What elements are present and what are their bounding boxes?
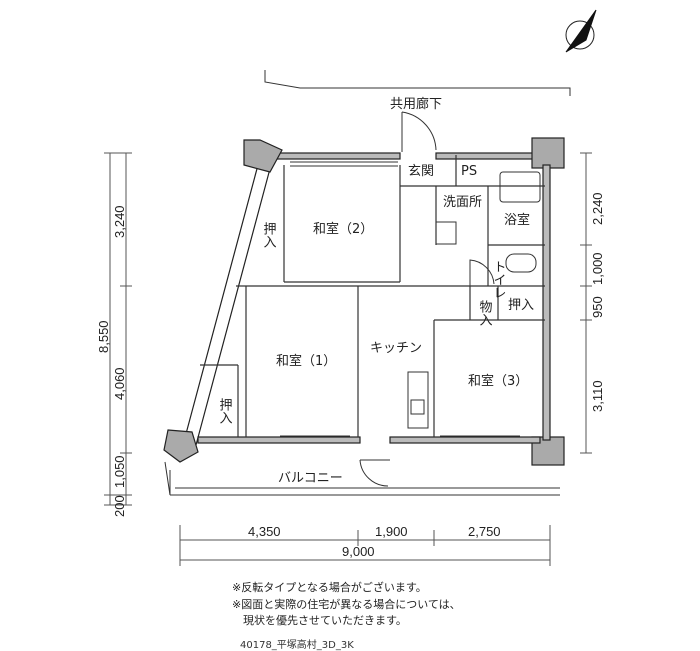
dimension-lines [104, 152, 592, 566]
corridor-label: 共用廊下 [390, 96, 442, 112]
dim-left-mid: 4,060 [112, 367, 127, 400]
north-arrow-icon [565, 9, 597, 53]
plan-code: 40178_平塚高村_3D_3K [240, 640, 354, 651]
room-washitsu-2: 和室（2） [313, 221, 373, 237]
dim-right-storage: 950 [590, 296, 605, 318]
balcony-label: バルコニー [278, 471, 343, 486]
note-line-3: 現状を優先させていただきます。 [232, 614, 407, 627]
room-yokushitsu: 浴室 [504, 212, 530, 228]
interior-walls [200, 155, 545, 437]
dim-left-bottom: 200 [112, 495, 127, 517]
room-monoire: 物入 [477, 300, 493, 326]
room-toilet: トイレ [491, 260, 506, 299]
room-ps: PS [461, 164, 477, 179]
dim-bottom-2: 1,900 [375, 524, 408, 539]
room-washitsu-1: 和室（1） [276, 353, 336, 369]
dim-right-top: 2,240 [590, 192, 605, 225]
note-line-1: ※反転タイプとなる場合がございます。 [232, 581, 427, 594]
balcony-rail [164, 461, 560, 496]
dim-bottom-1: 4,350 [248, 524, 281, 539]
dim-left-total: 8,550 [96, 320, 111, 353]
windows [280, 161, 520, 437]
corridor-line [264, 70, 571, 96]
dim-bottom-3: 2,750 [468, 524, 501, 539]
room-genkan: 玄関 [408, 164, 434, 179]
note-line-2: ※図面と実際の住宅が異なる場合については、 [232, 598, 461, 611]
room-senmenjo: 洗面所 [443, 195, 482, 210]
bath-fixtures [407, 171, 541, 429]
dim-left-top: 3,240 [112, 205, 127, 238]
doors [359, 111, 495, 487]
dim-left-balcony: 1,050 [112, 455, 127, 488]
room-kitchen: キッチン [370, 341, 422, 356]
outer-walls [163, 137, 565, 466]
room-oshiire-right: 押入 [508, 298, 534, 313]
dim-right-bottom: 3,110 [590, 380, 605, 412]
dim-bottom-total: 9,000 [342, 544, 375, 559]
dim-right-toilet: 1,000 [590, 252, 605, 285]
room-oshiire-bottom: 押入 [217, 398, 233, 424]
room-washitsu-3: 和室（3） [468, 373, 528, 389]
room-oshiire-top: 押入 [261, 222, 277, 248]
